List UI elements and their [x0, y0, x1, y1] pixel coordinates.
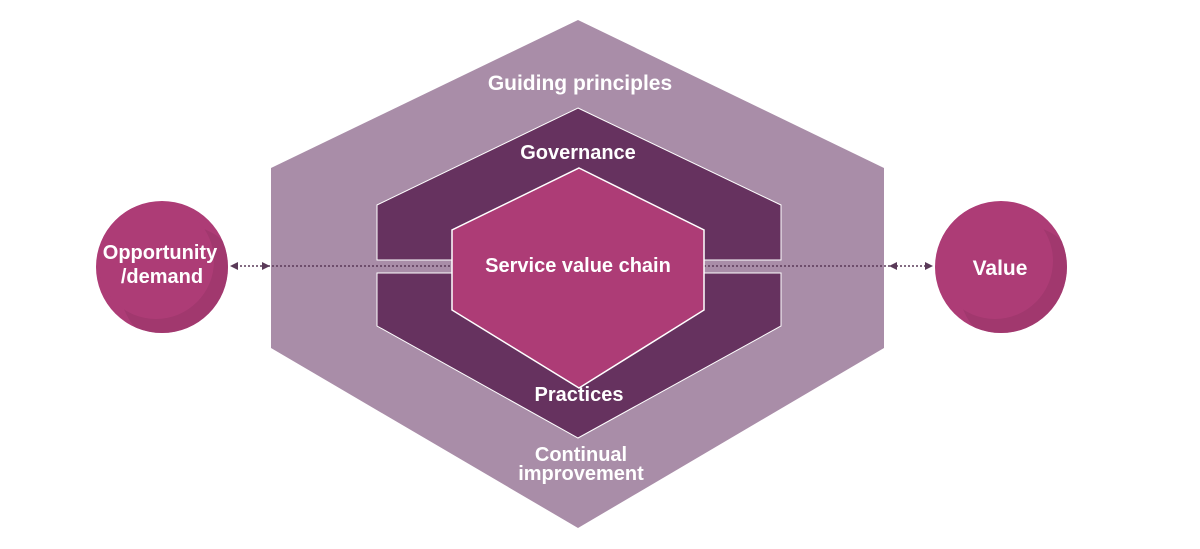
arrow-head-left-outer	[230, 262, 238, 270]
value-label: Value	[973, 257, 1028, 280]
service-value-chain-hexagon	[451, 167, 705, 389]
continual-improvement-label-line2: improvement	[518, 463, 644, 485]
arrow-head-right-inner	[889, 262, 897, 270]
opportunity-demand-label-line1: Opportunity	[103, 242, 218, 264]
arrow-head-right-outer	[925, 262, 933, 270]
opportunity-demand-label-line2: /demand	[121, 266, 203, 288]
practices-label: Practices	[535, 384, 624, 406]
guiding-principles-label: Guiding principles	[488, 72, 672, 95]
continual-improvement-label-line1: Continual	[535, 444, 627, 466]
service-value-chain-label: Service value chain	[485, 255, 671, 277]
arrow-head-left-inner	[262, 262, 270, 270]
governance-label: Governance	[520, 142, 636, 164]
